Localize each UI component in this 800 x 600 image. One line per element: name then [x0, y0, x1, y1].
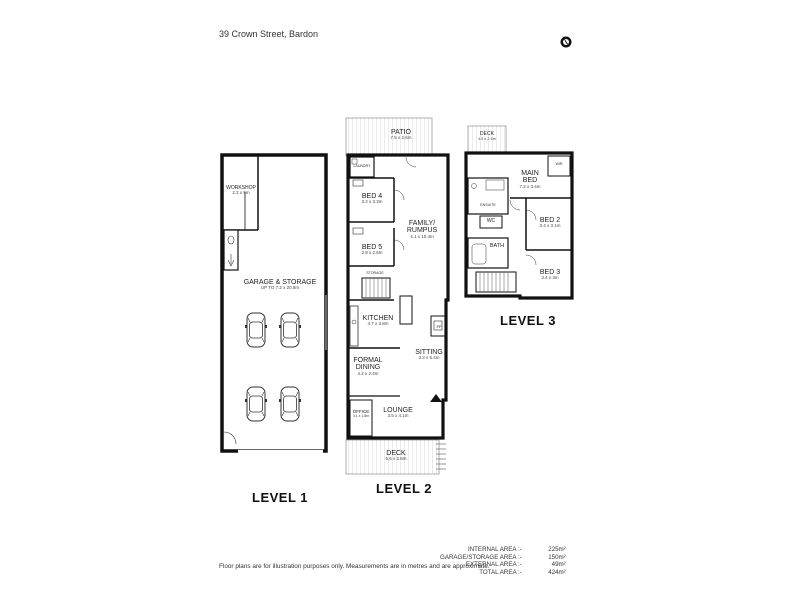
area-row-total: TOTAL AREA :- 424m² [440, 569, 566, 577]
room-name: BED 4 [361, 193, 383, 200]
room-name: BED 3 [539, 269, 561, 276]
room-dimensions: 4.1 x 10.4m [410, 233, 434, 239]
area-label: EXTERNAL AREA :- [465, 561, 522, 569]
room-ensuite: ENSUITE [480, 203, 496, 207]
room-kitchen: KITCHEN 4.7 x 3.8m [358, 315, 398, 327]
room-dimensions: 6.6 x 2.6m [385, 456, 407, 462]
room-bed-2: BED 2 3.4 x 3.1m [530, 217, 570, 229]
room-dimensions: 3.1 x 1.8m [352, 413, 370, 418]
room-family-rumpus: FAMILY/ RUMPUS 4.1 x 10.4m [398, 220, 446, 239]
room-name: LOUNGE [383, 407, 413, 414]
room-name: BED 5 [361, 244, 383, 251]
room-dimensions: 3.4 x 3m [541, 275, 559, 281]
area-row-internal: INTERNAL AREA :- 225m² [440, 546, 566, 554]
area-label: TOTAL AREA :- [479, 568, 522, 576]
area-label: INTERNAL AREA :- [467, 546, 522, 553]
room-main-bed: MAIN BED 7.2 x 3.4m [510, 170, 550, 189]
area-summary: INTERNAL AREA :- 225m² GARAGE/STORAGE AR… [440, 546, 566, 576]
area-label: GARAGE/STORAGE AREA :- [440, 553, 522, 561]
disclaimer-text: Floor plans are for illustration purpose… [219, 563, 490, 570]
room-sitting: SITTING 3.3 x 6.4m [412, 349, 446, 361]
room-dimensions: 4.2 x 2.4m [357, 370, 379, 376]
room-laundry: LAUNDRY [353, 164, 371, 168]
compass-north-icon [560, 35, 572, 48]
area-value: 225m² [548, 546, 566, 553]
level-3-plan [464, 125, 574, 300]
room-office: OFFICE 3.1 x 1.8m [350, 409, 372, 418]
level-1-plan [220, 153, 328, 453]
room-dimensions: UP TO 7.2 x 20.8m [260, 285, 300, 291]
room-dimensions: 2.2 x 5m [232, 190, 250, 196]
room-dimensions: 3.2 x 3.3m [361, 199, 383, 205]
room-formal-dining: FORMAL DINING 4.2 x 2.4m [352, 357, 384, 376]
room-name: FORMAL DINING [353, 357, 383, 372]
room-workshop: WORKSHOP 2.2 x 5m [224, 185, 258, 196]
room-dimensions: 4.7 x 3.8m [367, 321, 389, 327]
room-storage: STORAGE [366, 271, 384, 275]
room-bed-4: BED 4 3.2 x 3.3m [352, 193, 392, 205]
room-dimensions: 7.5 x 2.6m [390, 135, 412, 141]
property-address: 39 Crown Street, Bardon [219, 29, 319, 39]
room-dimensions: 3.4 x 3.1m [539, 223, 561, 229]
area-row-external: EXTERNAL AREA :- 49m² [440, 561, 566, 569]
level-2-plan [345, 117, 450, 475]
area-row-garage: GARAGE/STORAGE AREA :- 150m² [440, 554, 566, 562]
fireplace-label: FP [436, 324, 442, 329]
room-deck-upper: DECK 4.5 x 2.5m [470, 131, 504, 142]
level-2-label: LEVEL 2 [376, 481, 433, 496]
room-name: FAMILY/ RUMPUS [406, 220, 438, 235]
level-1-label: LEVEL 1 [252, 490, 309, 505]
room-wir: WIR [555, 162, 563, 166]
room-garage-storage: GARAGE & STORAGE UP TO 7.2 x 20.8m [236, 279, 324, 291]
room-wc: WC [486, 218, 496, 224]
area-value: 49m² [551, 561, 566, 569]
room-bath: BATH [489, 243, 505, 249]
room-bed-3: BED 3 3.4 x 3m [530, 269, 570, 281]
room-name: BED 2 [539, 217, 561, 224]
room-dimensions: 7.2 x 3.4m [519, 183, 541, 189]
room-dimensions: 3.3 x 6.4m [418, 355, 440, 361]
room-name: MAIN BED [521, 170, 539, 185]
room-bed-5: BED 5 2.8 x 2.6m [352, 244, 392, 256]
room-name: GARAGE & STORAGE [243, 279, 317, 286]
area-value: 424m² [548, 568, 566, 576]
room-name: DECK [480, 131, 494, 137]
room-dimensions: 3.5 x 4.1m [387, 413, 409, 419]
level-3-label: LEVEL 3 [500, 313, 557, 328]
room-name: DECK [386, 450, 406, 457]
room-name: SITTING [415, 349, 443, 356]
room-name: PATIO [391, 129, 411, 136]
room-name: OFFICE [352, 409, 370, 414]
room-dimensions: 2.8 x 2.6m [361, 250, 383, 256]
room-deck: DECK 6.6 x 2.6m [376, 450, 416, 462]
room-lounge: LOUNGE 3.5 x 4.1m [378, 407, 418, 419]
room-name: WORKSHOP [226, 185, 256, 191]
area-value: 150m² [548, 553, 566, 561]
room-name: KITCHEN [362, 315, 394, 322]
room-dimensions: 4.5 x 2.5m [478, 137, 496, 142]
room-patio: PATIO 7.5 x 2.6m [372, 129, 430, 141]
